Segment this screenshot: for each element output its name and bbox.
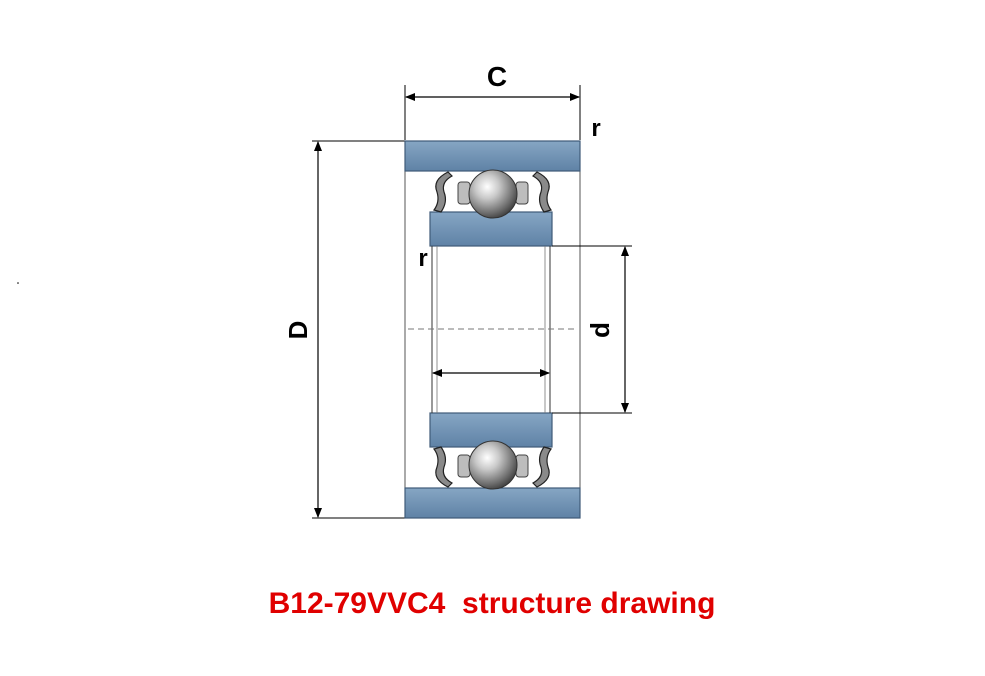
- dimension-d-bore-label: d: [585, 322, 615, 338]
- drawing-caption: B12-79VVC4 structure drawing: [269, 587, 716, 620]
- steel-ball-icon: [468, 169, 518, 219]
- fillet-radius-outer-label: r: [591, 115, 600, 142]
- rubber-seal-icon: [432, 171, 553, 213]
- rubber-seal-icon: [432, 446, 553, 488]
- outer-ring-bottom: [404, 487, 581, 519]
- stray-dot: [17, 282, 19, 284]
- cage-bottom: [457, 454, 529, 478]
- dimension-d-outer: D: [283, 140, 405, 519]
- dimension-c-label: C: [487, 61, 507, 92]
- dimension-c: C: [404, 61, 581, 140]
- dimension-d-outer-label: D: [283, 321, 313, 340]
- outer-ring-top: [404, 140, 581, 172]
- dimension-d-bore: d: [552, 245, 632, 414]
- steel-ball-icon: [468, 440, 518, 490]
- fillet-radius-inner-label: r: [418, 245, 427, 272]
- bearing-section: [404, 140, 581, 519]
